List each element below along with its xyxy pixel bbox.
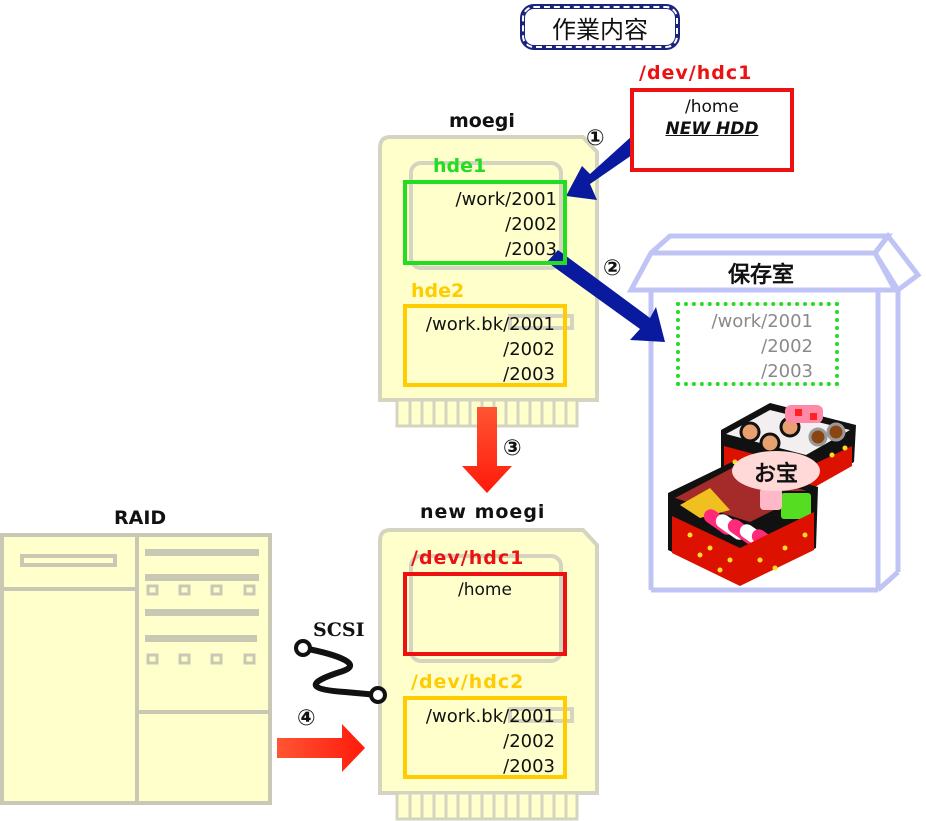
treasure-label: お宝 <box>754 461 798 487</box>
new-disk-box: /home NEW HDD <box>630 88 794 172</box>
drive-slot <box>508 314 574 330</box>
hde1-partition-box: /work/2001/2002/2003 <box>403 180 567 265</box>
flower-pattern <box>802 532 808 538</box>
hdc2-partition-box: /work.bk/2001/2002/2003 <box>403 696 567 779</box>
raid-bar <box>145 609 259 616</box>
raid-name: RAID <box>114 507 167 529</box>
hdc1-label: /dev/hdc1 <box>411 547 525 569</box>
page-title: 作業内容 <box>520 4 680 50</box>
raid-indicator-light <box>178 584 191 596</box>
moegi-name: moegi <box>449 110 515 132</box>
new-disk-note: NEW HDD <box>665 119 759 139</box>
arrow-step-3 <box>462 407 512 493</box>
path-line: /2002 <box>505 214 557 235</box>
hdc2-contents: /work.bk/2001/2002/2003 <box>407 700 563 779</box>
new-disk-device-label: /dev/hdc1 <box>639 62 753 84</box>
raid-bar <box>145 549 259 556</box>
step-1-label: ① <box>586 126 605 151</box>
raid-unit <box>0 533 272 805</box>
moegi-machine <box>378 135 599 428</box>
flower-pattern <box>772 565 778 571</box>
flower-pattern <box>757 557 763 563</box>
path-line: /2003 <box>505 239 557 260</box>
new-moegi-name: new moegi <box>420 501 546 523</box>
raid-slot <box>20 554 117 567</box>
path-line: /2003 <box>503 756 555 777</box>
path-line: /2003 <box>503 364 555 385</box>
drive-bay <box>409 161 563 270</box>
flower-pattern <box>717 567 723 573</box>
flower-pattern <box>707 545 713 551</box>
archived-contents: /work/2001/2002/2003 <box>680 306 835 384</box>
path-line: /work.bk/2001 <box>425 314 555 335</box>
drive-slot <box>508 707 574 723</box>
hde2-contents: /work.bk/2001/2002/2003 <box>407 308 563 387</box>
path-line: /2002 <box>761 336 813 357</box>
drive-bay <box>409 554 563 663</box>
raid-indicator-light <box>210 584 223 596</box>
path-line: /2002 <box>503 731 555 752</box>
scsi-label: SCSI <box>313 619 365 641</box>
hdc2-label: /dev/hdc2 <box>411 671 525 693</box>
hde1-contents: /work/2001/2002/2003 <box>407 184 563 262</box>
hdc1-partition-box: /home <box>403 572 567 656</box>
new-disk-mount: /home <box>685 97 739 117</box>
arrow-step-2 <box>547 250 665 342</box>
archived-work-box: /work/2001/2002/2003 <box>676 302 839 386</box>
cable-connector <box>369 686 387 704</box>
path-line: /work/2001 <box>711 311 814 332</box>
path-line: /work/2001 <box>455 189 558 210</box>
step-2-label: ② <box>603 256 622 281</box>
flower-pattern <box>727 557 733 563</box>
arrow-step-4 <box>277 724 365 772</box>
hde2-label: hde2 <box>411 280 465 302</box>
step-3-label: ③ <box>503 436 522 461</box>
treasure-label-bubble <box>732 451 820 491</box>
flower-pattern <box>842 445 848 451</box>
flower-pattern <box>687 532 693 538</box>
cable-connector <box>294 639 312 657</box>
flower-pattern <box>829 452 835 458</box>
hdc1-mount: /home <box>458 580 512 600</box>
hde1-label: hde1 <box>433 155 487 177</box>
raid-indicator-light <box>146 584 159 596</box>
path-line: /work.bk/2001 <box>425 706 555 727</box>
storage-room-title: 保存室 <box>728 263 795 288</box>
raid-bar <box>145 574 259 581</box>
path-line: /2002 <box>503 339 555 360</box>
path-line: /2003 <box>761 361 813 382</box>
flower-pattern <box>697 552 703 558</box>
new-moegi-connector <box>395 791 579 821</box>
arrow-step-1 <box>566 136 645 200</box>
flower-pattern <box>782 545 788 551</box>
raid-bar <box>145 635 257 642</box>
raid-indicator-light <box>210 653 223 665</box>
raid-indicator-light <box>243 653 256 665</box>
new-moegi-machine <box>378 528 599 821</box>
raid-indicator-light <box>243 584 256 596</box>
hde2-partition-box: /work.bk/2001/2002/2003 <box>403 304 567 387</box>
scsi-cable <box>294 639 387 704</box>
treasure-box-image <box>668 403 856 586</box>
raid-indicator-light <box>178 653 191 665</box>
step-4-label: ④ <box>297 706 316 731</box>
raid-indicator-light <box>146 653 159 665</box>
